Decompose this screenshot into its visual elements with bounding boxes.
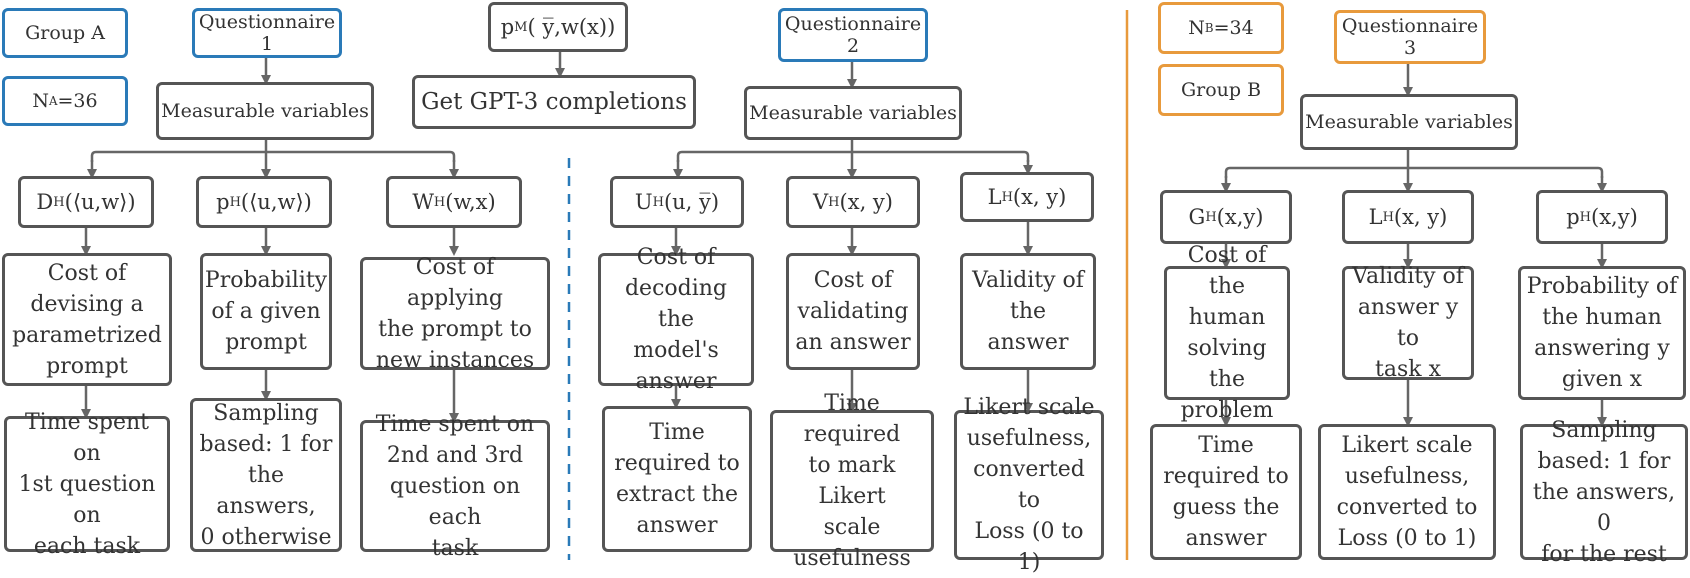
- measurement-sampling-b: Sampling based: 1 for the answers, 0 for…: [1520, 418, 1688, 567]
- diagram-connectors: [81, 10, 1607, 560]
- n-sub: B: [1204, 21, 1214, 35]
- description-human-answering: Probability of the human answering y giv…: [1518, 266, 1686, 400]
- measurable-variables-a: Measurable variables: [156, 82, 374, 140]
- measurement-likert-loss-q2: Likert scale usefulness, converted to Lo…: [954, 395, 1104, 575]
- description-validating-answer: Cost of validating an answer: [786, 253, 920, 370]
- n-sub: A: [49, 94, 58, 108]
- group-a-label: Group A: [2, 8, 128, 58]
- group-b-label: Group B: [1158, 64, 1284, 116]
- n-base: N: [1188, 17, 1205, 39]
- measurement-guess-answer: Time required to guess the answer: [1150, 424, 1302, 560]
- description-human-solving: Cost of the human solving the problem: [1164, 243, 1290, 423]
- questionnaire-3: Questionnaire 3: [1334, 10, 1486, 64]
- measurable-variables-q2: Measurable variables: [744, 86, 962, 140]
- measurement-time-first-question: Time spent on 1st question on each task: [4, 410, 170, 559]
- measurement-sampling-a: Sampling based: 1 for the answers, 0 oth…: [190, 398, 342, 552]
- description-applying-prompt: Cost of applying the prompt to new insta…: [360, 255, 550, 373]
- n-base: N: [32, 90, 49, 112]
- description-prompt-probability: Probability of a given prompt: [200, 253, 332, 370]
- description-answer-validity: Validity of the answer: [960, 253, 1096, 370]
- measurable-variables-b: Measurable variables: [1300, 94, 1518, 150]
- measurement-mark-likert: Time required to mark Likert scale usefu…: [770, 391, 934, 571]
- description-devising-prompt: Cost of devising a parametrized prompt: [2, 253, 172, 386]
- measurement-extract-answer: Time required to extract the answer: [602, 406, 752, 552]
- get-gpt3-completions: Get GPT-3 completions: [412, 75, 696, 129]
- measurement-likert-loss-b: Likert scale usefulness, converted to Lo…: [1318, 424, 1496, 560]
- n-rest: =36: [57, 90, 98, 112]
- description-decoding-answer: Cost of decoding the model's answer: [598, 245, 754, 394]
- questionnaire-1: Questionnaire 1: [192, 8, 342, 58]
- description-answer-validity-b: Validity of answer y to task x: [1342, 264, 1474, 382]
- measurement-time-second-third: Time spent on 2nd and 3rd question on ea…: [360, 412, 550, 561]
- questionnaire-2: Questionnaire 2: [778, 8, 928, 62]
- branch-a-bar: [90, 150, 456, 162]
- n-rest: =34: [1213, 17, 1254, 39]
